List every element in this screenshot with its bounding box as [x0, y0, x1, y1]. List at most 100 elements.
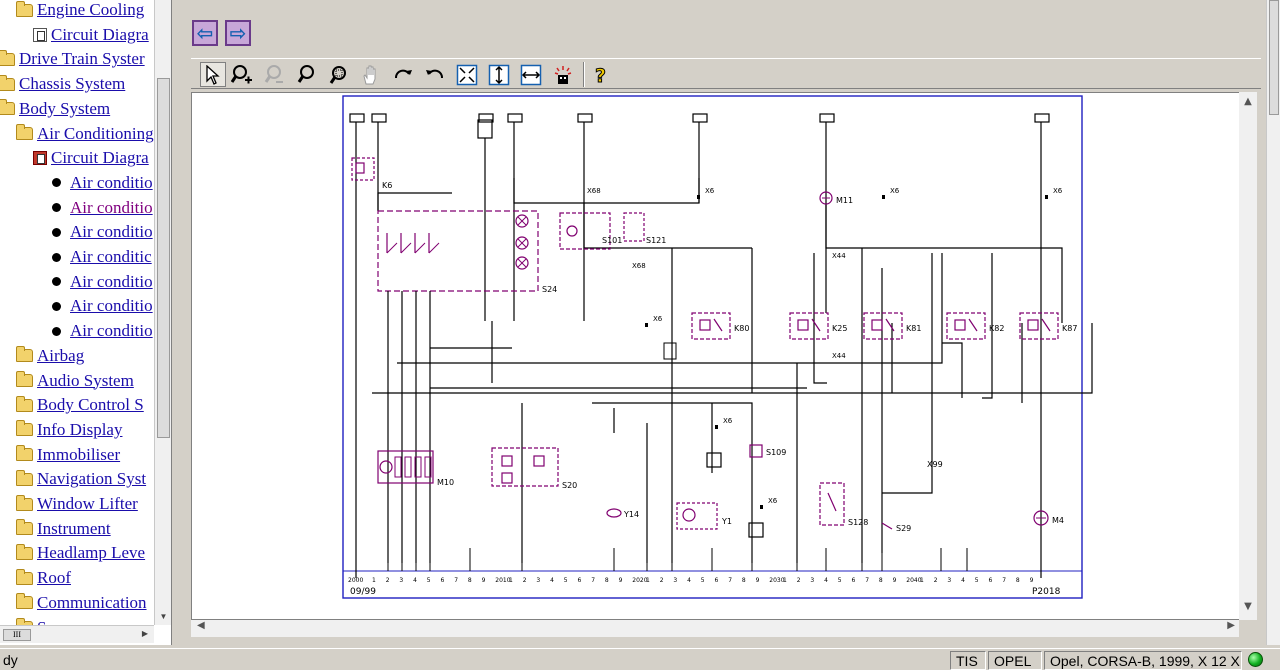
tree-item[interactable]: Window Lifter — [16, 492, 138, 516]
tree-item[interactable]: Chassis System — [0, 72, 125, 96]
relay-contact — [811, 318, 821, 332]
switch-block — [377, 210, 539, 292]
window-vertical-scrollbar[interactable] — [1266, 0, 1280, 645]
tree-item[interactable]: Air conditio — [52, 171, 153, 195]
connector-label: X68 — [587, 187, 601, 195]
tree-horizontal-scrollbar[interactable]: III ▶ — [0, 625, 154, 643]
canvas-horizontal-scrollbar[interactable]: ◀ ▶ — [191, 620, 1239, 637]
ruler-mark: 8 — [605, 577, 609, 584]
fit-page-icon[interactable] — [454, 62, 480, 87]
tree-item-label: Drive Train Syster — [19, 49, 145, 69]
folder-icon — [16, 469, 33, 486]
switch-contact — [414, 242, 426, 254]
ruler-mark: 4 — [687, 577, 691, 584]
zoom-area-icon[interactable] — [326, 62, 352, 87]
tree-item[interactable]: Airbag — [16, 344, 84, 368]
ruler-mark: 3 — [399, 577, 403, 584]
tree-item[interactable]: Circuit Diagra — [33, 146, 149, 170]
tree-item[interactable]: Air conditio — [52, 294, 153, 318]
tree-hscroll-thumb[interactable]: III — [3, 629, 31, 641]
zoom-out-icon[interactable] — [261, 62, 287, 87]
ruler-mark: 8 — [1016, 577, 1020, 584]
scroll-right-icon[interactable]: ▶ — [1227, 620, 1235, 631]
tree-item[interactable]: Body System — [0, 97, 110, 121]
relay-coil — [871, 319, 883, 331]
tree-item[interactable]: Instrument — [16, 517, 111, 541]
tree-item[interactable]: Audio System — [16, 369, 134, 393]
wire — [513, 178, 700, 204]
relay-coil — [355, 162, 365, 174]
ruler-mark: 7 — [454, 577, 458, 584]
tree-item-label: Headlamp Leve — [37, 543, 146, 563]
fit-width-icon[interactable] — [518, 62, 544, 87]
highlight-icon[interactable] — [550, 62, 576, 87]
wire — [372, 323, 1093, 394]
status-vehicle: Opel, CORSA-B, 1999, X 12 XE — [1044, 651, 1242, 670]
rotate-right-icon[interactable] — [390, 62, 416, 87]
wire — [882, 253, 933, 494]
zoom-in-icon[interactable] — [229, 62, 255, 87]
fuse-block — [663, 342, 677, 360]
motor-symbol — [1033, 510, 1049, 526]
folder-icon — [16, 568, 33, 585]
tree-item-label: Instrument — [37, 518, 111, 538]
select-arrow-icon[interactable] — [200, 62, 226, 87]
ruler-mark: 2 — [934, 577, 938, 584]
wire — [592, 402, 753, 563]
tree-item[interactable]: Air conditio — [52, 196, 153, 220]
wire — [982, 253, 993, 399]
tree-item[interactable]: Communication — [16, 591, 147, 615]
scroll-left-icon[interactable]: ◀ — [197, 620, 205, 631]
tree-item[interactable]: Air conditic — [52, 245, 152, 269]
tree-item[interactable]: Body Control S — [16, 393, 144, 417]
tree-item-label: Window Lifter — [37, 494, 138, 513]
connector-pin — [715, 425, 718, 429]
tree-item[interactable]: Air conditio — [52, 220, 153, 244]
folder-icon — [16, 124, 33, 140]
fuse-block — [349, 113, 365, 123]
switch-contact — [827, 492, 837, 512]
rotate-left-icon[interactable] — [422, 62, 448, 87]
tree-item[interactable]: Headlamp Leve — [16, 541, 145, 565]
ruler-mark: 3 — [947, 577, 951, 584]
ruler-mark: 4 — [824, 577, 828, 584]
ruler-mark: 2 — [386, 577, 390, 584]
tree-item[interactable]: Navigation Syst — [16, 467, 146, 491]
fit-height-icon[interactable] — [486, 62, 512, 87]
forward-button[interactable]: ⇨ — [225, 20, 251, 46]
tree-item[interactable]: Engine Cooling — [16, 0, 144, 22]
scroll-right-icon[interactable]: ▶ — [141, 629, 148, 638]
pan-hand-icon[interactable] — [358, 62, 384, 87]
ruler-mark: 7 — [1002, 577, 1006, 584]
scroll-up-icon[interactable]: ▲ — [1244, 96, 1252, 107]
connector-label: X99 — [927, 460, 943, 469]
tree-item-label: Audio System — [37, 370, 134, 390]
back-button[interactable]: ⇦ — [192, 20, 218, 46]
ruler-mark: 2 — [660, 577, 664, 584]
tree-item[interactable]: Info Display — [16, 418, 122, 442]
connector-pin — [697, 195, 700, 199]
clutch-symbol — [682, 508, 696, 522]
tree-scroll-thumb[interactable] — [157, 78, 170, 438]
tree-item[interactable]: Roof — [16, 566, 71, 590]
tree-item[interactable]: Air conditio — [52, 270, 153, 294]
switch-contact — [749, 444, 763, 458]
fuse-block — [477, 119, 493, 139]
bullet-icon — [52, 203, 61, 213]
window-scroll-thumb[interactable] — [1269, 0, 1279, 115]
ruler-mark: 1 — [372, 577, 376, 584]
tree-item[interactable]: Air Conditioning — [16, 122, 154, 146]
zoom-icon[interactable] — [294, 62, 320, 87]
scroll-down-icon[interactable]: ▼ — [1244, 601, 1252, 612]
tree-item[interactable]: Air conditio — [52, 319, 153, 343]
tree-item[interactable]: Circuit Diagra — [33, 23, 149, 47]
help-icon[interactable]: ? — [588, 62, 614, 87]
ruler-mark: 1 — [646, 577, 650, 584]
tree-item[interactable]: Immobiliser — [16, 443, 120, 467]
canvas-vertical-scrollbar[interactable]: ▲ ▼ — [1239, 92, 1257, 620]
scroll-down-icon[interactable]: ▼ — [159, 612, 168, 621]
tree-item[interactable]: Drive Train Syster — [0, 47, 145, 71]
motor-label: M11 — [836, 196, 853, 205]
tree-vertical-scrollbar[interactable]: ▼ — [154, 0, 171, 625]
